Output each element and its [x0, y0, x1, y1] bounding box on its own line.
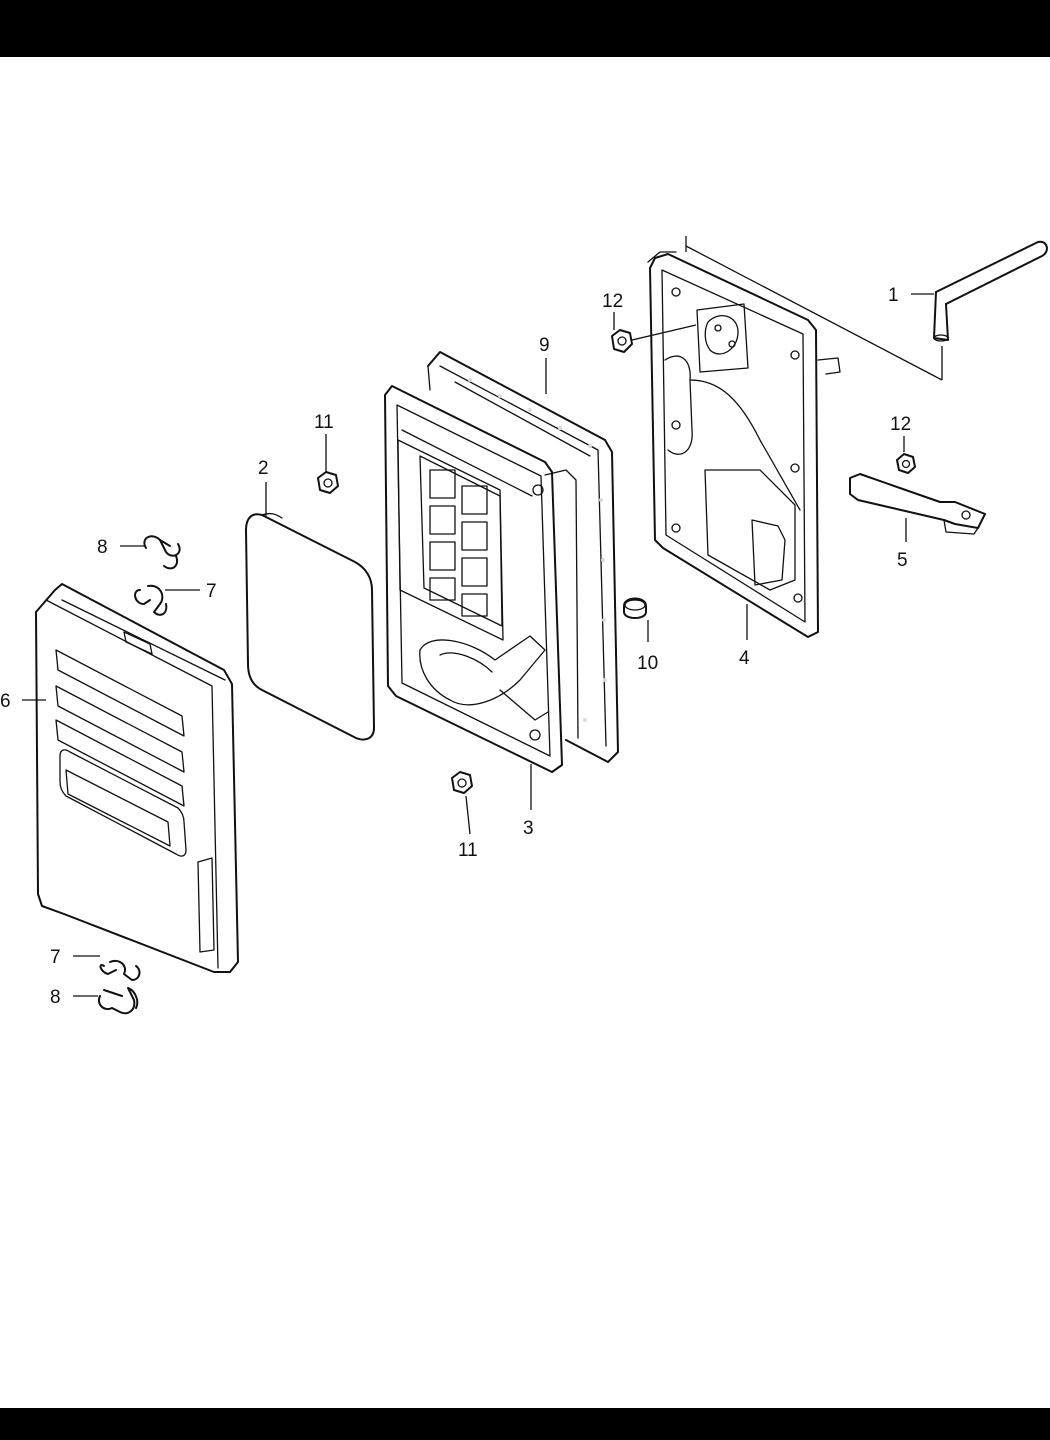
callout-7-upper: 7	[206, 581, 217, 602]
callout-8-lower: 8	[50, 987, 61, 1008]
callout-11-lower: 11	[458, 840, 478, 861]
callout-2: 2	[258, 458, 269, 479]
part-12-nut-lower	[897, 454, 915, 473]
callout-1: 1	[888, 285, 899, 306]
part-8-clip-upper	[144, 536, 179, 568]
part-5-stay-bracket	[850, 474, 985, 534]
part-10-collar	[624, 599, 646, 619]
part-8-clip-lower	[99, 988, 137, 1013]
callout-6: 6	[0, 691, 11, 712]
callout-12-upper: 12	[602, 291, 623, 312]
part-6-cover	[36, 584, 238, 972]
part-12-nut-upper	[612, 325, 696, 352]
part-1-breather-tube	[934, 242, 1047, 341]
callout-7-lower: 7	[50, 947, 61, 968]
callout-3: 3	[523, 818, 534, 839]
callout-11-upper: 11	[314, 412, 334, 433]
callout-10: 10	[637, 653, 658, 674]
part-9-gasket	[428, 352, 618, 762]
part-11-nut-upper	[318, 472, 338, 493]
callout-12-lower: 12	[890, 414, 911, 435]
part-3-case	[385, 386, 578, 772]
part-11-nut-lower	[452, 772, 472, 793]
callout-8-upper: 8	[97, 537, 108, 558]
callout-5: 5	[897, 550, 908, 571]
callout-9: 9	[539, 335, 550, 356]
case-grille	[430, 470, 487, 616]
part-7-clip-lower	[101, 961, 140, 980]
callout-4: 4	[739, 648, 750, 669]
leader-lines	[22, 294, 934, 996]
part-7-clip-upper	[135, 586, 166, 615]
part-2-filter-element	[246, 514, 374, 740]
